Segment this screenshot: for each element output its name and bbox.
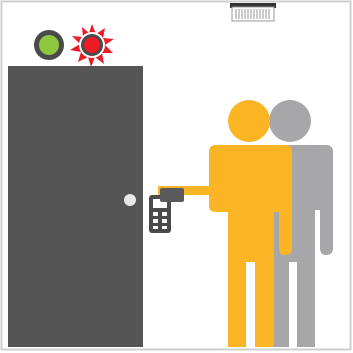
ceiling-sensor-icon	[230, 3, 276, 21]
door-knob	[124, 194, 136, 206]
green-light-icon	[34, 30, 64, 60]
access-card-icon	[160, 188, 184, 202]
door	[8, 66, 143, 347]
